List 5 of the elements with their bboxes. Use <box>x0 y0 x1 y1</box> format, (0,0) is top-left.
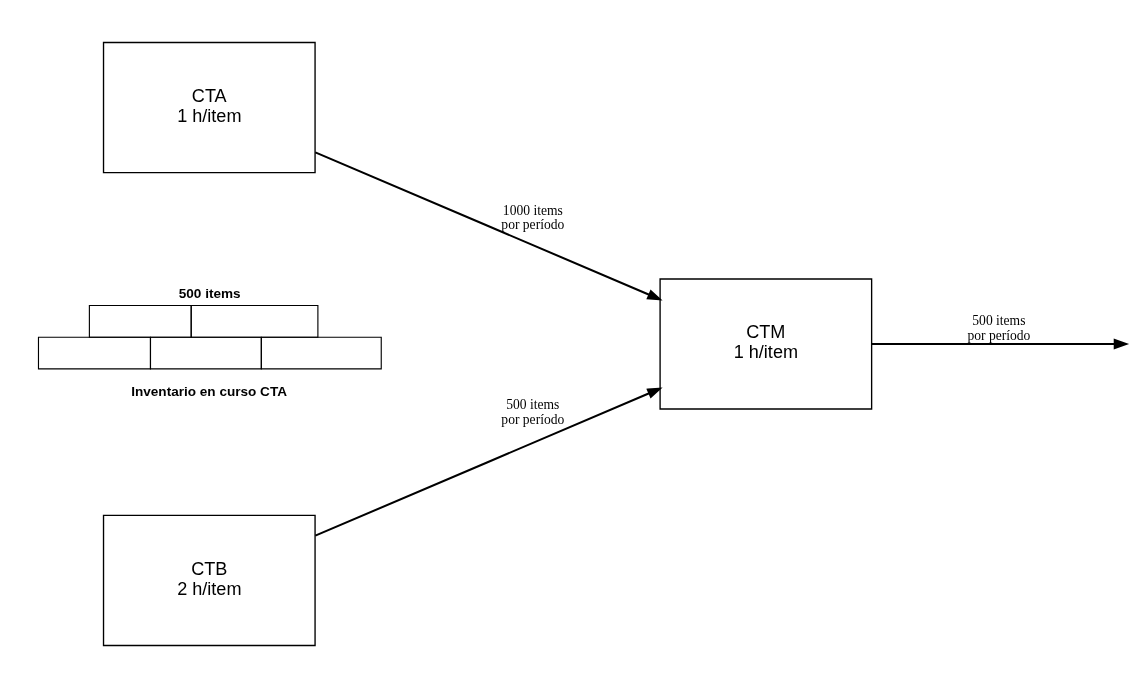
label: 500 items <box>178 286 241 302</box>
edge-label: 500 items por período <box>501 397 565 427</box>
edge-label: 1000 items por período <box>501 202 565 233</box>
edge-label: 500 items por período <box>967 313 1031 344</box>
label: Inventario en curso CTA <box>131 383 287 399</box>
